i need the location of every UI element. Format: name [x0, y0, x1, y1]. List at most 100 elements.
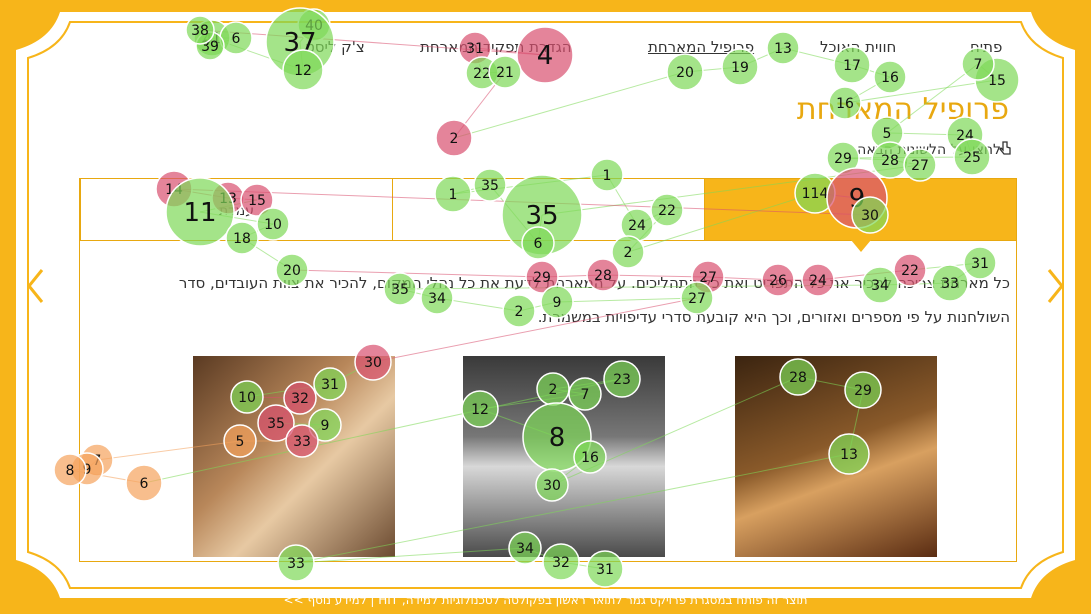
fixation-label: 15	[988, 73, 1006, 89]
fixation-label: 15	[248, 193, 266, 209]
fixation-label: 29	[834, 151, 852, 167]
prev-arrow-icon[interactable]	[26, 268, 44, 304]
fixation-label: 10	[264, 217, 282, 233]
fixation-label: 19	[731, 60, 749, 76]
fixation-label: 31	[466, 41, 484, 57]
gaze-path-segment	[291, 269, 543, 278]
fixation-circle	[502, 294, 536, 328]
fixation-label: 33	[287, 556, 305, 572]
fixation-label: 1	[449, 187, 458, 203]
fixation-label: 29	[533, 270, 551, 286]
fixation-circle	[313, 367, 347, 401]
fixation-label: 31	[971, 256, 989, 272]
fixation-circle	[828, 86, 862, 120]
fixation-circle	[277, 544, 315, 582]
fixation-label: 9	[83, 462, 92, 478]
fixation-label: 24	[809, 273, 827, 289]
fixation-label: 29	[854, 383, 872, 399]
fixation-circle	[285, 424, 319, 458]
fixation-circle	[801, 263, 835, 297]
fixation-circle	[586, 258, 620, 292]
fixation-label: 10	[238, 390, 256, 406]
fixation-label: 22	[473, 66, 491, 82]
nav-item-hostess-profile[interactable]: פרופיל המארחת	[648, 38, 755, 56]
fixation-label: 33	[293, 434, 311, 450]
fixation-circle	[680, 281, 714, 315]
fixation-circle	[953, 138, 991, 176]
fixation-label: 2	[450, 131, 459, 147]
fixation-label: 8	[66, 463, 75, 479]
tab-indicator-arrow	[850, 240, 871, 252]
fixation-circle	[223, 424, 257, 458]
fixation-label: 24	[628, 218, 646, 234]
fixation-circle	[488, 55, 522, 89]
fixation-label: 20	[283, 263, 301, 279]
fixation-label: 2	[549, 382, 558, 398]
fixation-label: 38	[191, 23, 209, 39]
gaze-path-segment	[627, 192, 816, 253]
fixation-label: 22	[658, 203, 676, 219]
gaze-path-segment	[295, 453, 850, 564]
gaze-path-segment	[886, 63, 979, 134]
tab-middle[interactable]	[392, 179, 704, 240]
fixation-label: 35	[391, 282, 409, 298]
fixation-circle	[766, 31, 800, 65]
fixation-circle	[611, 235, 645, 269]
fixation-circle	[230, 380, 264, 414]
fixation-circle	[903, 148, 937, 182]
fixation-label: 2	[515, 304, 524, 320]
gaze-path-segment	[556, 297, 698, 303]
footer-credit[interactable]: תוצר זה פותח במסגרת פרויקט גמר לתואר ראש…	[283, 593, 808, 607]
fixation-label: 31	[596, 562, 614, 578]
fixation-circle	[568, 377, 602, 411]
fixation-label: 26	[769, 273, 787, 289]
fixation-circle	[666, 53, 704, 91]
fixation-label: 16	[836, 96, 854, 112]
fixation-label: 18	[233, 231, 251, 247]
fixation-label: 114	[802, 186, 829, 202]
fixation-label: 25	[963, 150, 981, 166]
fixation-circle	[586, 550, 624, 588]
fixation-circle	[779, 358, 817, 396]
fixation-circle	[225, 221, 259, 255]
gaze-path-segment	[295, 547, 526, 564]
fixation-label: 33	[941, 276, 959, 292]
fixation-label: 20	[676, 65, 694, 81]
fixation-label: 2	[624, 245, 633, 261]
gaze-path-segment	[844, 79, 998, 104]
fixation-label: 30	[861, 208, 879, 224]
fixation-label: 7	[581, 387, 590, 403]
fixation-circle	[721, 48, 759, 86]
fixation-label: 35	[525, 201, 558, 231]
fixation-circle	[535, 468, 569, 502]
fixation-circle	[833, 46, 871, 84]
fixation-circle	[961, 47, 995, 81]
fixation-label: 28	[881, 153, 899, 169]
fixation-circle	[256, 207, 290, 241]
fixation-label: 6	[140, 476, 149, 492]
gaze-path-segment	[372, 297, 698, 363]
fixation-circle	[525, 260, 559, 294]
next-arrow-icon[interactable]	[1047, 268, 1065, 304]
fixation-circle	[573, 440, 607, 474]
fixation-label: 5	[883, 126, 892, 142]
fixation-label: 32	[552, 555, 570, 571]
fixation-label: 34	[428, 291, 446, 307]
fixation-label: 9	[321, 418, 330, 434]
fixation-circle	[473, 168, 507, 202]
fixation-circle	[125, 464, 163, 502]
fixation-label: 30	[364, 355, 382, 371]
gaze-path-segment	[453, 71, 686, 139]
fixation-circle	[282, 49, 324, 91]
fixation-circle	[761, 263, 795, 297]
fixation-circle	[283, 381, 317, 415]
fixation-circle	[185, 15, 215, 45]
fixation-circle	[240, 183, 274, 217]
fixation-label: 27	[699, 270, 717, 286]
fixation-label: 21	[496, 65, 514, 81]
fixation-label: 35	[481, 178, 499, 194]
fixation-circle	[521, 226, 555, 260]
fixation-circle	[165, 177, 235, 247]
fixation-circle	[963, 246, 997, 280]
